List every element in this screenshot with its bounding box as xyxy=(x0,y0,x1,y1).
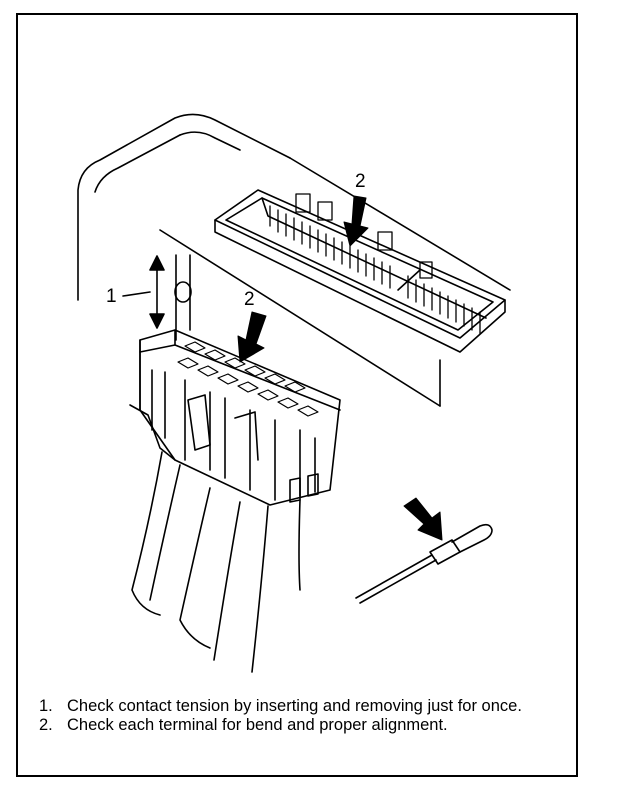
callout-2-socket: 2 xyxy=(355,171,366,192)
instruction-item: 1. Check contact tension by inserting an… xyxy=(34,697,554,716)
callout-1-leader xyxy=(122,291,151,297)
instruction-number: 2. xyxy=(39,716,53,734)
harness-connector xyxy=(129,329,341,506)
test-probe-icon xyxy=(174,254,192,341)
instruction-text: Check contact tension by inserting and r… xyxy=(67,697,522,715)
callout-2-connector: 2 xyxy=(244,289,255,310)
socket-arrow-icon xyxy=(343,195,369,247)
instruction-text: Check each terminal for bend and proper … xyxy=(67,716,448,734)
double-headed-arrow-icon xyxy=(149,255,165,329)
wire-harness xyxy=(131,451,301,673)
instruction-item: 2. Check each terminal for bend and prop… xyxy=(34,716,554,735)
callout-1: 1 xyxy=(106,286,117,307)
ecm-housing xyxy=(77,113,511,407)
instruction-number: 1. xyxy=(39,697,53,715)
terminal-arrow-icon xyxy=(403,497,443,541)
connector-arrow-icon xyxy=(237,311,267,363)
terminal-pin xyxy=(355,523,493,604)
diagram-frame xyxy=(16,13,578,777)
instruction-list: 1. Check contact tension by inserting an… xyxy=(34,697,554,735)
ecm-socket xyxy=(214,189,506,353)
connector-illustration xyxy=(77,113,511,673)
